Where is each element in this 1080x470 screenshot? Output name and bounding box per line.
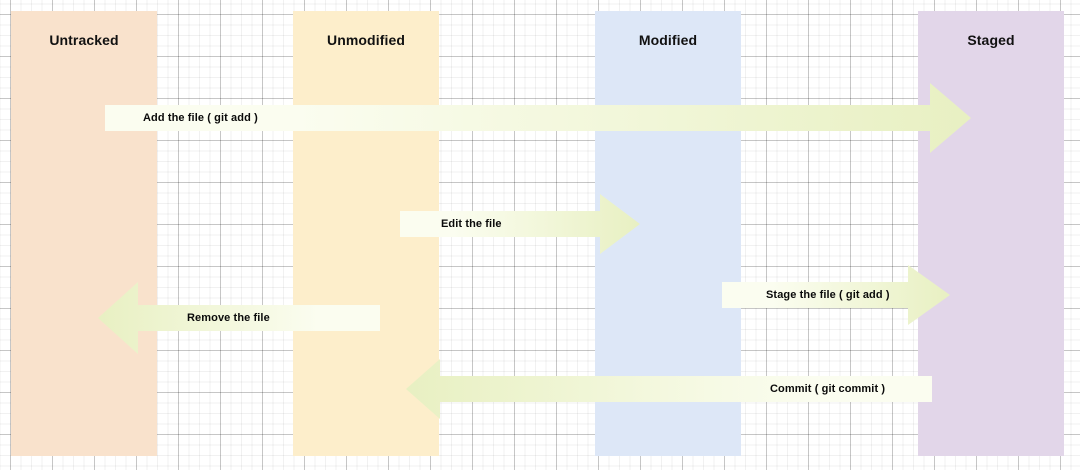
state-column-label-unmodified: Unmodified bbox=[327, 32, 405, 48]
state-column-staged[interactable]: Staged bbox=[918, 11, 1064, 456]
arrow-label-stage-the-file: Stage the file ( git add ) bbox=[766, 289, 890, 301]
arrow-label-add-the-file: Add the file ( git add ) bbox=[143, 112, 258, 124]
state-column-untracked[interactable]: Untracked bbox=[11, 11, 157, 456]
arrow-edit-the-file[interactable] bbox=[400, 194, 640, 254]
arrow-remove-the-file[interactable] bbox=[98, 282, 380, 354]
state-column-label-staged: Staged bbox=[967, 32, 1015, 48]
arrow-label-remove-the-file: Remove the file bbox=[187, 312, 270, 324]
state-column-label-modified: Modified bbox=[638, 32, 698, 48]
state-column-label-untracked: Untracked bbox=[49, 32, 119, 48]
arrow-label-edit-the-file: Edit the file bbox=[441, 218, 502, 230]
arrow-label-commit: Commit ( git commit ) bbox=[770, 383, 886, 395]
arrow-commit[interactable] bbox=[406, 359, 932, 419]
arrow-stage-the-file[interactable] bbox=[722, 265, 950, 325]
arrow-add-the-file[interactable] bbox=[105, 83, 971, 153]
